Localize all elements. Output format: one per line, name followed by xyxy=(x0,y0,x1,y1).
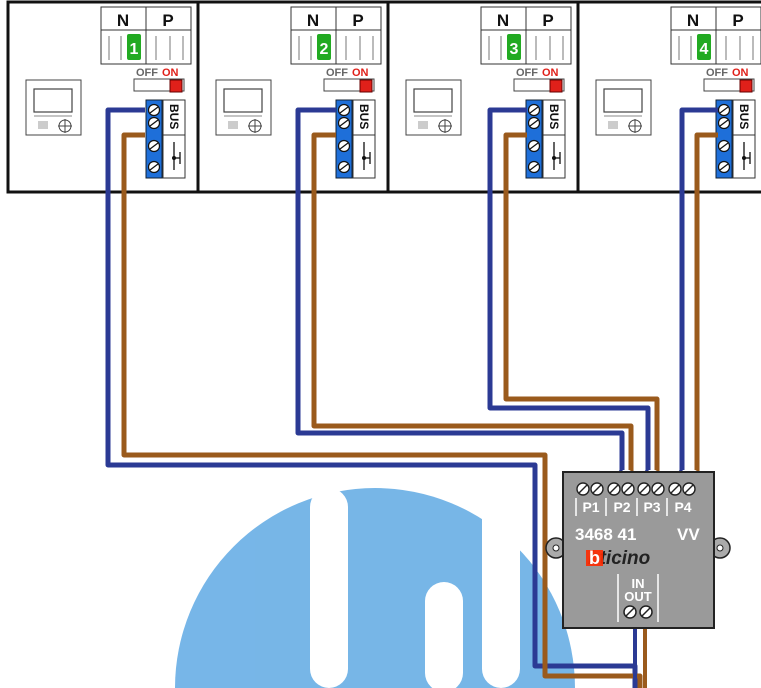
port-label-p3: P3 xyxy=(643,499,660,515)
wire-brown-1 xyxy=(121,132,643,688)
bus-label: BUS xyxy=(167,104,181,129)
screw-terminal-icon xyxy=(147,116,161,130)
screw-terminal-icon xyxy=(147,160,161,174)
address-value: 3 xyxy=(510,41,519,58)
wire-blue-3 xyxy=(487,107,651,470)
crosshair-icon xyxy=(58,119,72,133)
screw-terminal-icon xyxy=(717,139,731,153)
bus-terminal-block: BUS xyxy=(335,99,376,179)
address-n-label: N xyxy=(307,11,319,30)
crosshair-icon xyxy=(628,119,642,133)
address-value: 2 xyxy=(320,41,329,58)
switch-on-label: ON xyxy=(732,67,749,79)
screw-terminal-icon xyxy=(527,103,541,117)
screw-terminal-icon xyxy=(337,103,351,117)
switch-on-label: ON xyxy=(162,67,179,79)
address-p-label: P xyxy=(732,11,743,30)
address-n-label: N xyxy=(687,11,699,30)
screw-terminal-icon xyxy=(527,160,541,174)
bus-terminal-block: BUS xyxy=(525,99,566,179)
svg-text:b: b xyxy=(589,548,600,568)
screw-terminal-icon xyxy=(668,482,682,496)
screw-terminal-icon xyxy=(717,160,731,174)
out-label: OUT xyxy=(624,589,652,604)
screw-terminal-icon xyxy=(637,482,651,496)
screw-terminal-icon xyxy=(527,116,541,130)
screw-terminal-icon xyxy=(607,482,621,496)
monitor-icon xyxy=(595,79,652,136)
distributor-3468-41: P1 P2 P3 P4 3468 41 VV bticino b IN OUT xyxy=(545,471,731,629)
model-number: 3468 41 xyxy=(575,525,636,544)
address-value: 1 xyxy=(130,41,139,58)
port-label-p4: P4 xyxy=(674,499,691,515)
screw-terminal-icon xyxy=(682,482,696,496)
pushbutton-icon xyxy=(172,142,181,170)
port-label-p2: P2 xyxy=(613,499,630,515)
screw-terminal-icon xyxy=(717,103,731,117)
screw-terminal-icon xyxy=(147,139,161,153)
monitor-icon xyxy=(405,79,462,136)
crosshair-icon xyxy=(248,119,262,133)
monitor-icon xyxy=(25,79,82,136)
switch-off-label: OFF xyxy=(516,67,538,79)
switch-slider xyxy=(169,79,183,93)
wire-blue-2 xyxy=(295,107,625,470)
address-value: 4 xyxy=(700,41,709,58)
address-configurator xyxy=(507,34,521,60)
pushbutton-icon xyxy=(362,142,371,170)
address-configurator xyxy=(317,34,331,60)
screw-terminal-icon xyxy=(621,482,635,496)
monitor-icon xyxy=(215,79,272,136)
wire-blue-4 xyxy=(679,107,718,470)
switch-off-label: OFF xyxy=(136,67,158,79)
screw-terminal-icon xyxy=(337,116,351,130)
address-n-label: N xyxy=(497,11,509,30)
address-configurator xyxy=(697,34,711,60)
address-p-label: P xyxy=(352,11,363,30)
port-label-p1: P1 xyxy=(582,499,599,515)
switch-on-label: ON xyxy=(542,67,559,79)
screw-terminal-icon xyxy=(651,482,665,496)
address-p-label: P xyxy=(162,11,173,30)
screw-terminal-icon xyxy=(337,160,351,174)
switch-slider xyxy=(549,79,563,93)
model-suffix: VV xyxy=(677,525,700,544)
switch-slider xyxy=(739,79,753,93)
wire-brown-4 xyxy=(694,132,718,470)
pushbutton-icon xyxy=(552,142,561,170)
switch-on-label: ON xyxy=(352,67,369,79)
wire-brown-2 xyxy=(311,132,634,470)
watermark-logo xyxy=(175,488,575,688)
in-label: IN xyxy=(632,576,645,591)
switch-slider xyxy=(359,79,373,93)
address-n-label: N xyxy=(117,11,129,30)
address-configurator xyxy=(127,34,141,60)
screw-terminal-icon xyxy=(576,482,590,496)
bus-label: BUS xyxy=(547,104,561,129)
address-p-label: P xyxy=(542,11,553,30)
bus-terminal-block: BUS xyxy=(715,99,756,179)
wire-brown-3 xyxy=(503,132,660,470)
brand-logo: bticino xyxy=(588,548,650,569)
pushbutton-icon xyxy=(742,142,751,170)
port-labels: P1 P2 P3 P4 xyxy=(575,498,692,516)
wires xyxy=(105,107,718,688)
screw-terminal-icon xyxy=(147,103,161,117)
switch-off-label: OFF xyxy=(326,67,348,79)
bus-label: BUS xyxy=(357,104,371,129)
screw-terminal-icon xyxy=(590,482,604,496)
out-terminals xyxy=(623,605,653,619)
bus-label: BUS xyxy=(737,104,751,129)
crosshair-icon xyxy=(438,119,452,133)
screw-terminal-icon xyxy=(337,139,351,153)
bus-terminal-block: BUS xyxy=(145,99,186,179)
switch-off-label: OFF xyxy=(706,67,728,79)
screw-terminal-icon xyxy=(527,139,541,153)
screw-terminal-icon xyxy=(717,116,731,130)
